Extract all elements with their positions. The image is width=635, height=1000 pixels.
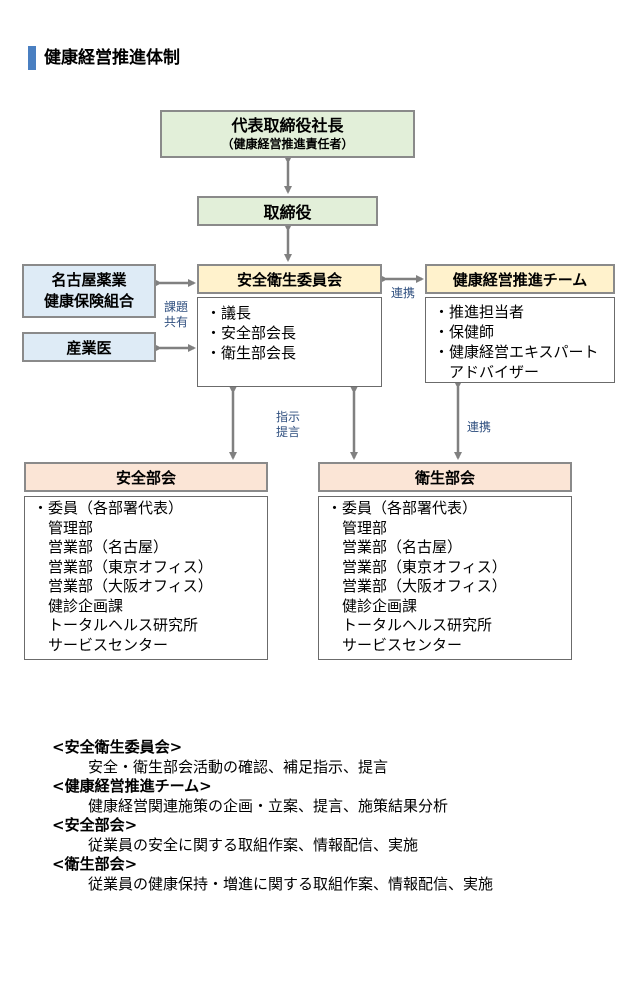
team-item: アドバイザー	[434, 363, 540, 381]
health-list: ・委員（各部署代表） 管理部 営業部（名古屋） 営業部（東京オフィス） 営業部（…	[318, 496, 572, 660]
page-title: 健康経営推進体制	[44, 48, 180, 68]
legend: <安全衛生委員会> 安全・衛生部会活動の確認、補足指示、提言 <健康経営推進チー…	[52, 738, 612, 894]
committee-item: ・安全部会長	[206, 324, 297, 342]
health-item: 健診企画課	[327, 596, 418, 615]
legend-head: <安全衛生委員会>	[52, 738, 183, 756]
cooperation-label-top: 連携	[390, 286, 415, 300]
health-item: サービスセンター	[327, 635, 463, 654]
legend-head: <衛生部会>	[52, 855, 138, 873]
safety-item: 管理部	[33, 518, 94, 537]
safety-header: 安全部会	[24, 462, 268, 492]
issue-share-label-line1: 課題	[163, 300, 188, 314]
team-list: ・推進担当者 ・保健師 ・健康経営エキスパート アドバイザー	[425, 297, 615, 383]
issue-share-label-line2: 共有	[163, 315, 188, 329]
president-subtitle: （健康経営推進責任者）	[221, 137, 354, 151]
instruction-label: 指示 提言	[270, 410, 306, 440]
directors-title: 取締役	[263, 203, 312, 222]
team-item: ・保健師	[434, 323, 495, 341]
union-box: 名古屋薬業 健康保険組合	[22, 264, 156, 318]
doctor-title: 産業医	[66, 338, 112, 357]
health-item: 営業部（東京オフィス）	[327, 557, 507, 576]
safety-title: 安全部会	[115, 468, 176, 487]
directors-box: 取締役	[197, 196, 378, 226]
issue-share-label: 課題 共有	[160, 300, 192, 330]
legend-desc: 安全・衛生部会活動の確認、補足指示、提言	[88, 757, 389, 776]
safety-item: 健診企画課	[33, 596, 124, 615]
health-item: 管理部	[327, 518, 388, 537]
instruction-label-line1: 指示	[275, 410, 300, 424]
team-item: ・推進担当者	[434, 303, 525, 321]
committee-item: ・議長	[206, 304, 252, 322]
committee-header: 安全衛生委員会	[197, 264, 382, 294]
health-item: 営業部（名古屋）	[327, 538, 463, 556]
committee-item: ・衛生部会長	[206, 344, 297, 362]
health-item: 営業部（大阪オフィス）	[327, 577, 507, 595]
safety-item: 営業部（大阪オフィス）	[33, 577, 213, 595]
safety-item: サービスセンター	[33, 635, 169, 654]
health-item: トータルヘルス研究所	[327, 616, 493, 634]
team-item: ・健康経営エキスパート	[434, 343, 599, 361]
president-title: 代表取締役社長	[231, 116, 344, 135]
safety-list: ・委員（各部署代表） 管理部 営業部（名古屋） 営業部（東京オフィス） 営業部（…	[24, 496, 268, 660]
committee-title: 安全衛生委員会	[236, 270, 342, 289]
legend-desc: 従業員の健康保持・増進に関する取組作案、情報配信、実施	[88, 874, 494, 893]
instruction-label-line2: 提言	[275, 425, 300, 439]
safety-item: ・委員（各部署代表）	[33, 499, 184, 517]
doctor-box: 産業医	[22, 332, 156, 362]
president-box: 代表取締役社長 （健康経営推進責任者）	[160, 110, 415, 158]
legend-desc: 従業員の安全に関する取組作案、情報配信、実施	[88, 835, 419, 854]
team-header: 健康経営推進チーム	[425, 264, 615, 294]
legend-head: <健康経営推進チーム>	[52, 777, 212, 795]
legend-desc: 健康経営関連施策の企画・立案、提言、施策結果分析	[88, 796, 449, 815]
committee-list: ・議長 ・安全部会長 ・衛生部会長	[197, 297, 382, 387]
health-header: 衛生部会	[318, 462, 572, 492]
union-line2: 健康保険組合	[43, 292, 134, 310]
union-line1: 名古屋薬業	[51, 271, 127, 289]
safety-item: 営業部（名古屋）	[33, 538, 169, 556]
cooperation-label-bottom: 連携	[466, 420, 491, 434]
team-title: 健康経営推進チーム	[452, 270, 588, 289]
health-title: 衛生部会	[414, 468, 475, 487]
health-item: ・委員（各部署代表）	[327, 499, 478, 517]
safety-item: トータルヘルス研究所	[33, 616, 199, 634]
title-accent-bar	[28, 46, 36, 70]
safety-item: 営業部（東京オフィス）	[33, 557, 213, 576]
legend-head: <安全部会>	[52, 816, 138, 834]
